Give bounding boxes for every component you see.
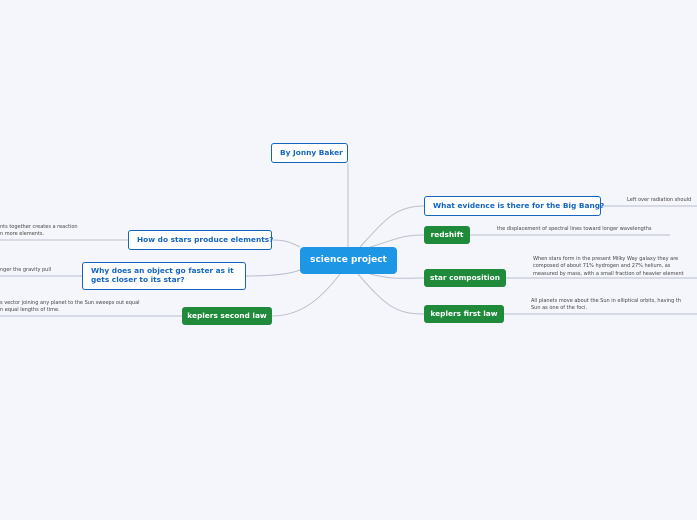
note-stars-elements: nts together creates a reaction n more e… [0, 224, 78, 239]
topic-big-bang-label: What evidence is there for the Big Bang? [433, 200, 605, 210]
topic-keplers-first[interactable]: keplers first law [424, 305, 504, 323]
topic-redshift[interactable]: redshift [424, 226, 470, 244]
note-star-composition-line: measured by mass, with a small fraction … [533, 270, 684, 277]
connector-object-faster [245, 269, 301, 277]
connector-keplers-second [271, 273, 341, 317]
note-stars-elements-line: n more elements. [0, 231, 45, 238]
topic-object-faster[interactable]: Why does an object go faster as it gets … [82, 262, 246, 290]
connector-stars-elements [271, 239, 301, 248]
note-keplers-second-line: n equal lengths of time. [0, 307, 60, 314]
note-keplers-second: s vector joining any planet to the Sun s… [0, 300, 140, 315]
central-topic-label: science project [310, 255, 387, 266]
note-stars-elements-line: nts together creates a reaction [0, 224, 78, 230]
topic-star-composition-label: star composition [430, 272, 501, 282]
note-star-composition-line: When stars form in the present Milky Way… [533, 256, 679, 262]
note-star-composition: When stars form in the present Milky Way… [533, 256, 684, 278]
note-star-composition-line: composed of about 71% hydrogen and 27% h… [533, 263, 671, 270]
topic-object-faster-label: Why does an object go faster as it gets … [91, 266, 234, 284]
note-big-bang: Left over radiation should [627, 197, 692, 203]
author-topic[interactable]: By Jonny Baker [271, 143, 348, 163]
note-keplers-first-line: All planets move about the Sun in ellipt… [531, 298, 682, 304]
connector-redshift [369, 234, 425, 248]
topic-stars-elements-label: How do stars produce elements? [137, 234, 274, 244]
topic-keplers-second[interactable]: keplers second law [182, 307, 272, 325]
connector-big-bang [359, 205, 425, 248]
topic-big-bang[interactable]: What evidence is there for the Big Bang? [424, 196, 605, 216]
topic-stars-elements[interactable]: How do stars produce elements? [128, 230, 274, 250]
central-topic[interactable]: science project [300, 247, 397, 274]
note-keplers-second-line: s vector joining any planet to the Sun s… [0, 300, 140, 306]
topic-keplers-second-label: keplers second law [187, 310, 267, 320]
note-keplers-first: All planets move about the Sun in ellipt… [531, 298, 681, 313]
connector-keplers-first [357, 273, 425, 315]
note-redshift: the displacement of spectral lines towar… [497, 226, 652, 232]
note-keplers-first-line: Sun as one of the foci. [531, 305, 588, 312]
note-object-faster: nger the gravity pull [0, 267, 52, 273]
author-label: By Jonny Baker [280, 147, 343, 157]
topic-star-composition[interactable]: star composition [424, 269, 506, 287]
connector-star-composition [369, 273, 425, 279]
topic-redshift-label: redshift [430, 229, 464, 239]
topic-keplers-first-label: keplers first law [430, 308, 498, 318]
